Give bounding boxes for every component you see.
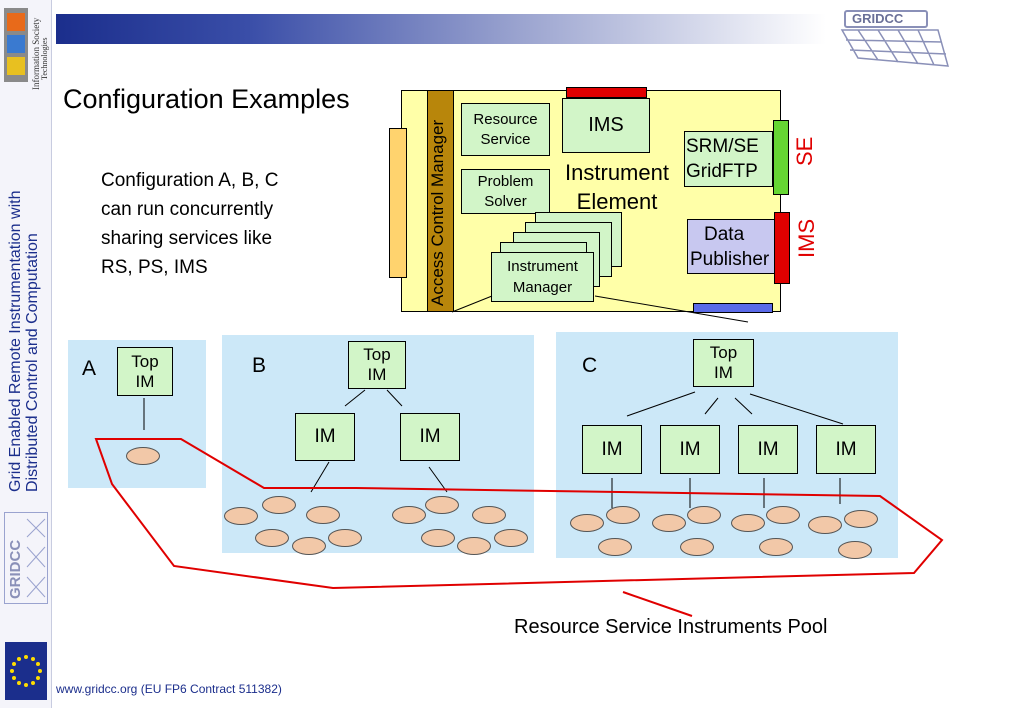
header-logo: GRIDCC — [838, 8, 950, 67]
description: Configuration A, B, C can run concurrent… — [101, 166, 278, 282]
config-c-im-3: IM — [738, 425, 798, 474]
header-bar — [56, 14, 826, 44]
page-title: Configuration Examples — [63, 84, 350, 114]
instrument-oval — [731, 514, 765, 532]
instrument-oval — [262, 496, 296, 514]
config-b-label: B — [252, 354, 267, 377]
config-c-label: C — [582, 354, 598, 377]
resource-pool-boundary — [94, 438, 944, 590]
config-b-im-2: IM — [400, 413, 460, 461]
description-line-2: can run concurrently — [101, 199, 274, 220]
instrument-oval — [844, 510, 878, 528]
instrument-oval — [421, 529, 455, 547]
bottom-connector — [693, 303, 773, 313]
instrument-oval — [598, 538, 632, 556]
pool-label: Resource Service Instruments Pool — [514, 616, 828, 638]
instrument-oval — [224, 507, 258, 525]
left-connector — [389, 128, 407, 278]
instrument-oval — [808, 516, 842, 534]
instrument-oval — [255, 529, 289, 547]
description-line-1: Configuration A, B, C — [101, 170, 279, 191]
ims-box: IMS — [562, 98, 650, 153]
eu-stars-icon — [10, 655, 42, 687]
instrument-oval — [306, 506, 340, 524]
sidebar: Information Society Technologies Grid En… — [0, 0, 52, 708]
ims-connector — [774, 212, 790, 284]
pool-pointer-line — [622, 591, 693, 617]
instrument-oval — [838, 541, 872, 559]
config-c-im-2: IM — [660, 425, 720, 474]
config-a-label: A — [82, 357, 97, 380]
access-control-manager — [427, 90, 454, 312]
grid-lines-icon — [26, 518, 46, 598]
grid-perspective-icon — [840, 29, 950, 67]
config-c-im-1: IM — [582, 425, 642, 474]
instrument-oval — [425, 496, 459, 514]
instrument-oval — [457, 537, 491, 555]
footer-text: www.gridcc.org (EU FP6 Contract 511382) — [56, 682, 282, 696]
eu-flag — [5, 642, 47, 700]
instrument-oval — [759, 538, 793, 556]
instrument-oval — [292, 537, 326, 555]
config-c-im-4: IM — [816, 425, 876, 474]
instrument-oval — [606, 506, 640, 524]
description-line-3: sharing services like — [101, 228, 273, 249]
instrument-oval — [126, 447, 160, 465]
instrument-oval — [687, 506, 721, 524]
instrument-oval — [328, 529, 362, 547]
instrument-element-label: Instrument Element — [565, 160, 669, 214]
ims-top-connector — [566, 87, 647, 98]
header-logo-text: GRIDCC — [852, 11, 904, 26]
instrument-oval — [472, 506, 506, 524]
instrument-oval — [570, 514, 604, 532]
sidebar-logo: GRIDCC — [4, 512, 48, 604]
instrument-oval — [680, 538, 714, 556]
instrument-oval — [392, 506, 426, 524]
instrument-oval — [766, 506, 800, 524]
config-b-im-1: IM — [295, 413, 355, 461]
description-line-4: RS, PS, IMS — [101, 257, 208, 278]
ist-logo — [4, 4, 30, 84]
instrument-oval — [652, 514, 686, 532]
instrument-oval — [494, 529, 528, 547]
se-connector — [773, 120, 789, 195]
